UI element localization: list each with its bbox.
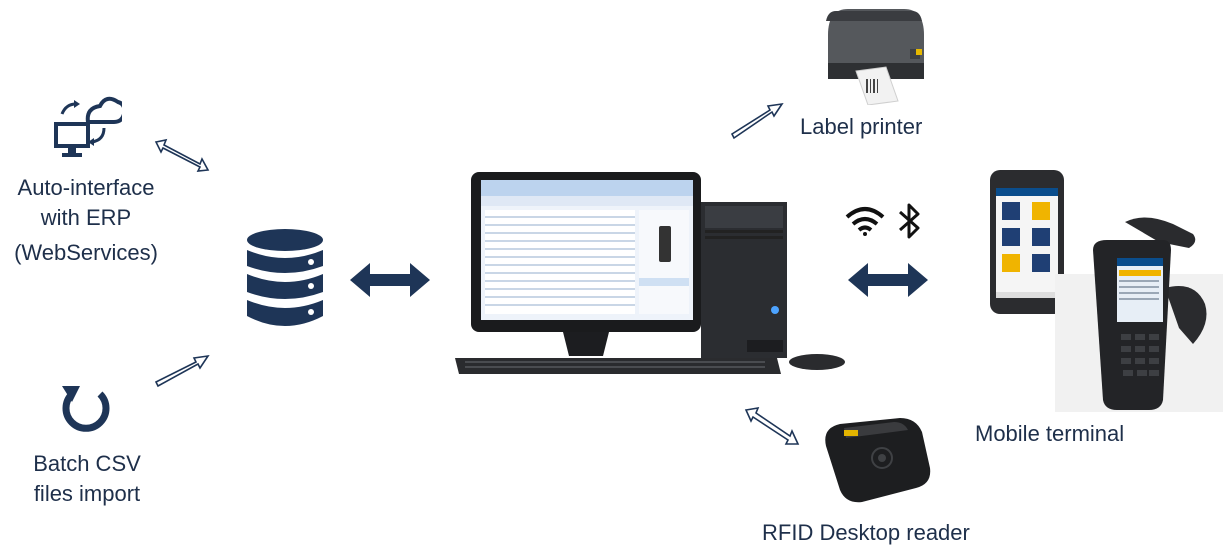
printer-label: Label printer — [800, 114, 923, 139]
pc-mobile-arrow — [848, 263, 928, 297]
erp-label-line2: with ERP — [40, 205, 132, 230]
erp-label-line3: (WebServices) — [14, 240, 158, 265]
mobile-label: Mobile terminal — [975, 421, 1125, 446]
refresh-circle-icon — [58, 380, 114, 434]
mobile-terminal-scanner — [1055, 214, 1223, 412]
rfid-label: RFID Desktop reader — [762, 520, 970, 545]
wifi-icon — [845, 205, 885, 237]
database-icon — [245, 228, 325, 330]
csv-db-arrow — [152, 352, 212, 392]
pc-printer-arrow — [728, 100, 786, 142]
erp-label-line1: Auto-interface — [17, 175, 155, 200]
desktop-computer — [455, 168, 850, 378]
erp-db-arrow — [152, 136, 212, 176]
bluetooth-icon — [898, 202, 922, 240]
csv-label-line2: files import — [33, 481, 141, 506]
cloud-sync-monitor-icon — [50, 92, 122, 162]
rfid-desktop-reader — [820, 418, 932, 506]
csv-label-line1: Batch CSV — [33, 451, 141, 476]
mobile-terminal-phone — [988, 168, 1066, 316]
db-pc-arrow — [350, 263, 430, 297]
label-printer — [824, 5, 928, 105]
pc-rfid-arrow — [742, 404, 802, 448]
